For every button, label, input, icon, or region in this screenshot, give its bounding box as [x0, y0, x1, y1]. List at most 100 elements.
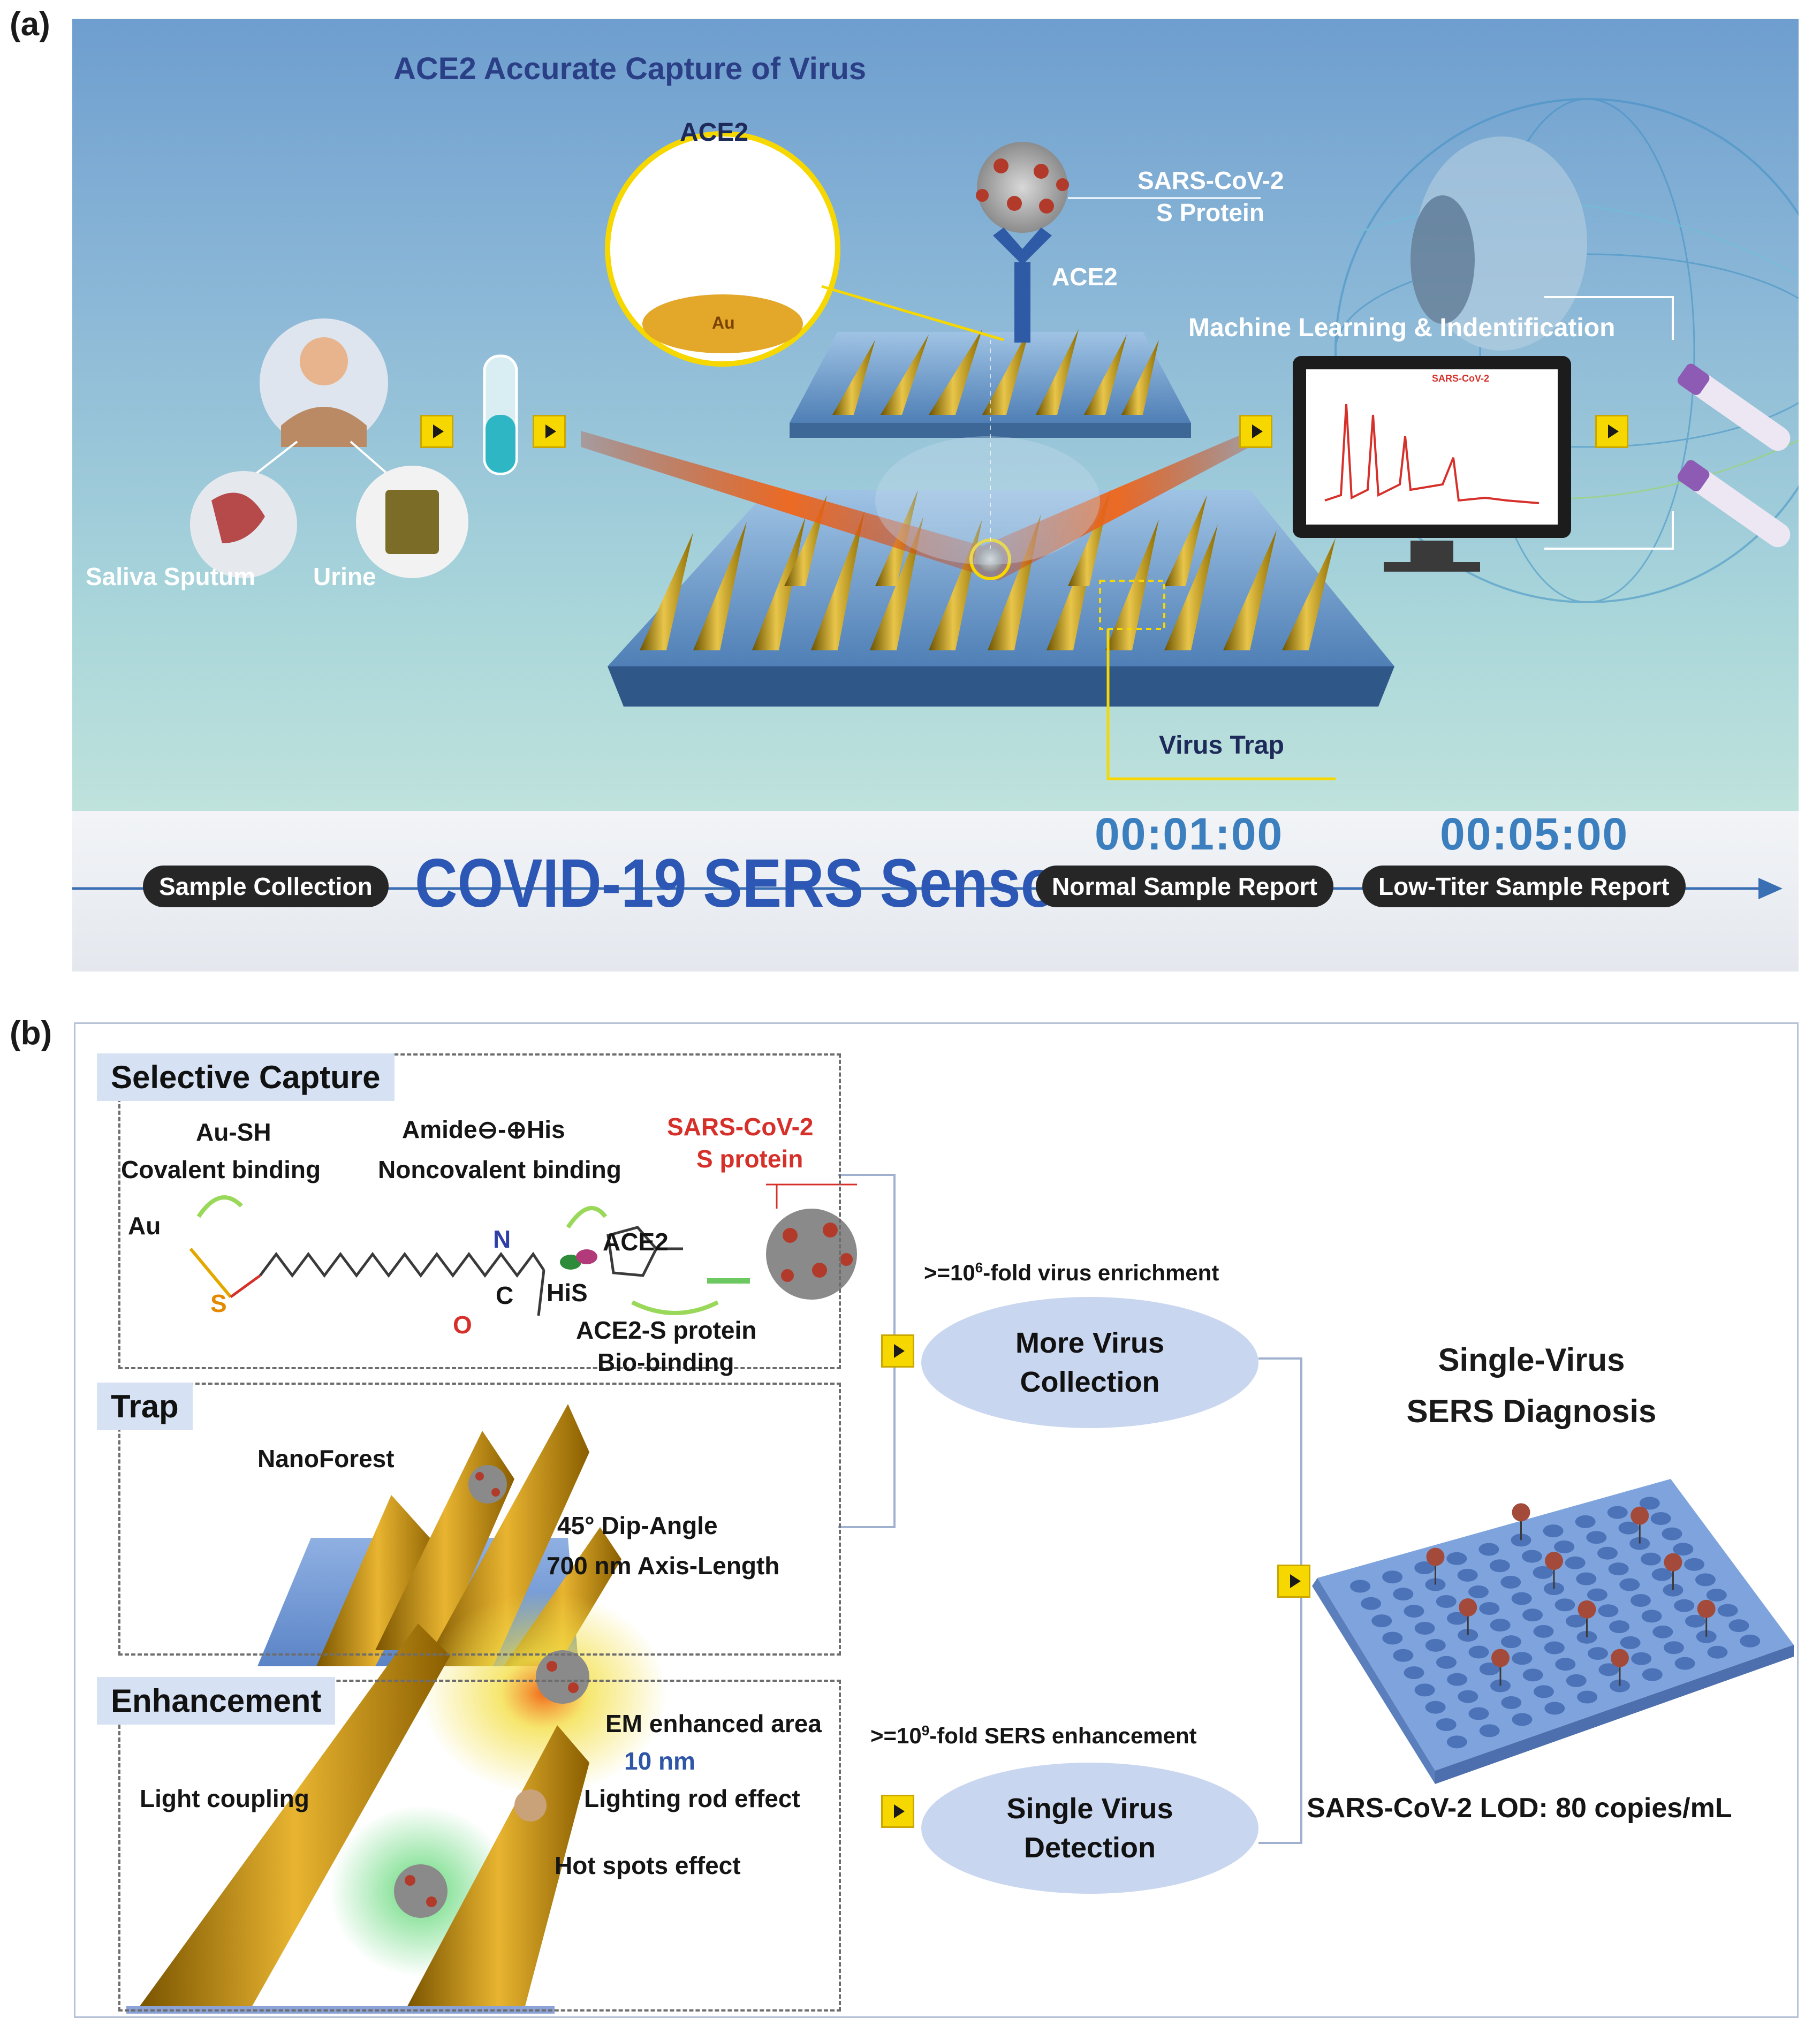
bound-virus: [1578, 1600, 1596, 1619]
panel-b-label: (b): [10, 1015, 52, 1052]
substrate-well: [1663, 1583, 1684, 1597]
selective-capture-tag: Selective Capture: [97, 1053, 395, 1101]
substrate-well: [1382, 1631, 1403, 1645]
low-titer-report-pill: Low-Titer Sample Report: [1362, 866, 1686, 907]
substrate-well: [1620, 1636, 1641, 1649]
timer-normal: 00:01:00: [1095, 809, 1284, 859]
bound-virus: [1459, 1598, 1477, 1616]
trap-box: [118, 1383, 841, 1656]
sers-enhancement-label: >=109-fold SERS enhancement: [870, 1722, 1197, 1748]
more-virus-text-1: More Virus: [1015, 1326, 1165, 1359]
bound-virus: [1610, 1649, 1629, 1667]
noncovalent-label: Noncovalent binding: [378, 1156, 621, 1183]
light-coupling-label: Light coupling: [140, 1785, 309, 1812]
substrate-well: [1512, 1713, 1533, 1726]
ace2-s-label-2: Bio-binding: [597, 1348, 734, 1376]
substrate-well: [1663, 1641, 1684, 1654]
substrate-well: [1522, 1668, 1543, 1682]
sars-b-label-2: S protein: [696, 1145, 803, 1173]
amide-his-label: Amide⊖-⊕His: [402, 1115, 565, 1143]
substrate-well: [1468, 1707, 1489, 1720]
substrate-well: [1650, 1512, 1671, 1526]
substrate-well: [1447, 1673, 1468, 1686]
substrate-well: [1533, 1685, 1554, 1698]
ace2-label: ACE2: [1052, 263, 1118, 291]
enhancement-box: [118, 1680, 841, 2012]
substrate-well: [1707, 1645, 1728, 1659]
ace2-s-label-1: ACE2-S protein: [576, 1316, 757, 1344]
enhancement-tag: Enhancement: [97, 1677, 336, 1725]
more-virus-text-2: Collection: [1020, 1365, 1160, 1398]
s-protein-label: S Protein: [1156, 199, 1264, 226]
ace2-b-label: ACE2: [603, 1228, 669, 1256]
flow-arrow-3-icon: [1239, 415, 1272, 448]
substrate-well: [1652, 1625, 1673, 1638]
substrate-well: [1404, 1605, 1424, 1618]
covalent-label: Covalent binding: [121, 1156, 321, 1183]
substrate-well: [1522, 1608, 1543, 1622]
substrate-well: [1468, 1645, 1489, 1659]
substrate-well: [1414, 1621, 1435, 1635]
timeline-bar: Sample Collection COVID-19 SERS Sensor 0…: [72, 809, 1799, 972]
molecule-chain-graphic: [189, 1195, 750, 1316]
au-atom-label: Au: [128, 1212, 161, 1240]
substrate-well: [1554, 1598, 1575, 1612]
substrate-well: [1706, 1588, 1727, 1602]
substrate-well: [1425, 1638, 1446, 1652]
hot-spots-label: Hot spots effect: [555, 1851, 741, 1879]
substrate-well: [1607, 1506, 1628, 1519]
diagnosis-title: Single-Virus SERS Diagnosis: [1371, 1334, 1692, 1437]
bound-virus: [1426, 1547, 1445, 1566]
substrate-well: [1619, 1578, 1640, 1591]
enhancement-cones-graphic: [140, 1623, 589, 2006]
substrate-well: [1533, 1625, 1554, 1638]
em-area-label: EM enhanced area: [605, 1710, 822, 1737]
bound-virus: [1544, 1552, 1563, 1570]
substrate-well: [1618, 1521, 1639, 1535]
substrate-well: [1404, 1666, 1424, 1680]
substrate-well: [1565, 1614, 1586, 1628]
substrate-well: [1511, 1592, 1532, 1605]
sample-collection-pill: Sample Collection: [143, 866, 389, 907]
substrate-well: [1371, 1614, 1392, 1628]
substrate-well: [1382, 1570, 1403, 1584]
normal-report-pill: Normal Sample Report: [1036, 866, 1333, 907]
substrate-well: [1674, 1657, 1695, 1670]
substrate-well: [1631, 1652, 1652, 1665]
single-virus-text-1: Single Virus: [1006, 1792, 1173, 1825]
virus-trap-label: Virus Trap: [1159, 731, 1284, 760]
flow-arrow-4-icon: [1595, 415, 1628, 448]
substrate-well: [1500, 1575, 1521, 1589]
substrate-well: [1598, 1663, 1619, 1676]
inset-ace2-label: ACE2: [680, 118, 749, 147]
substrate-well: [1609, 1679, 1630, 1693]
substrate-well: [1587, 1647, 1608, 1660]
substrate-well: [1684, 1558, 1705, 1571]
substrate-well: [1478, 1543, 1499, 1556]
substrate-well: [1544, 1641, 1565, 1654]
substrate-well: [1544, 1702, 1565, 1715]
ml-label: Machine Learning & Indentification: [1188, 314, 1616, 342]
timer-low-titer: 00:05:00: [1440, 809, 1629, 859]
virus-on-ace2-graphic: [976, 142, 1069, 343]
bottom-plate-cones: [640, 490, 1336, 650]
substrate-well: [1393, 1649, 1414, 1662]
substrate-well: [1651, 1568, 1672, 1581]
substrate-well: [1554, 1540, 1575, 1553]
single-virus-text-2: Detection: [1023, 1831, 1156, 1864]
saliva-label: Saliva Sputum: [86, 563, 255, 590]
substrate-well: [1630, 1593, 1651, 1607]
diagnosis-title-1: Single-Virus: [1438, 1342, 1625, 1378]
substrate-well: [1641, 1610, 1662, 1623]
monitor-plot-title: SARS-CoV-2: [1432, 373, 1490, 384]
substrate-well: [1642, 1668, 1663, 1681]
flow-arrow-2-icon: [533, 415, 566, 448]
substrate-well: [1393, 1588, 1414, 1601]
substrate-well: [1479, 1724, 1500, 1737]
s-atom-label: S: [210, 1289, 227, 1317]
diagnosis-title-2: SERS Diagnosis: [1406, 1393, 1657, 1429]
flow-arrow-b2-icon: [881, 1795, 914, 1828]
substrate-well: [1533, 1566, 1553, 1579]
substrate-well: [1597, 1546, 1618, 1560]
panel-b: Selective Capture Au-SH Covalent binding…: [74, 1022, 1799, 2018]
